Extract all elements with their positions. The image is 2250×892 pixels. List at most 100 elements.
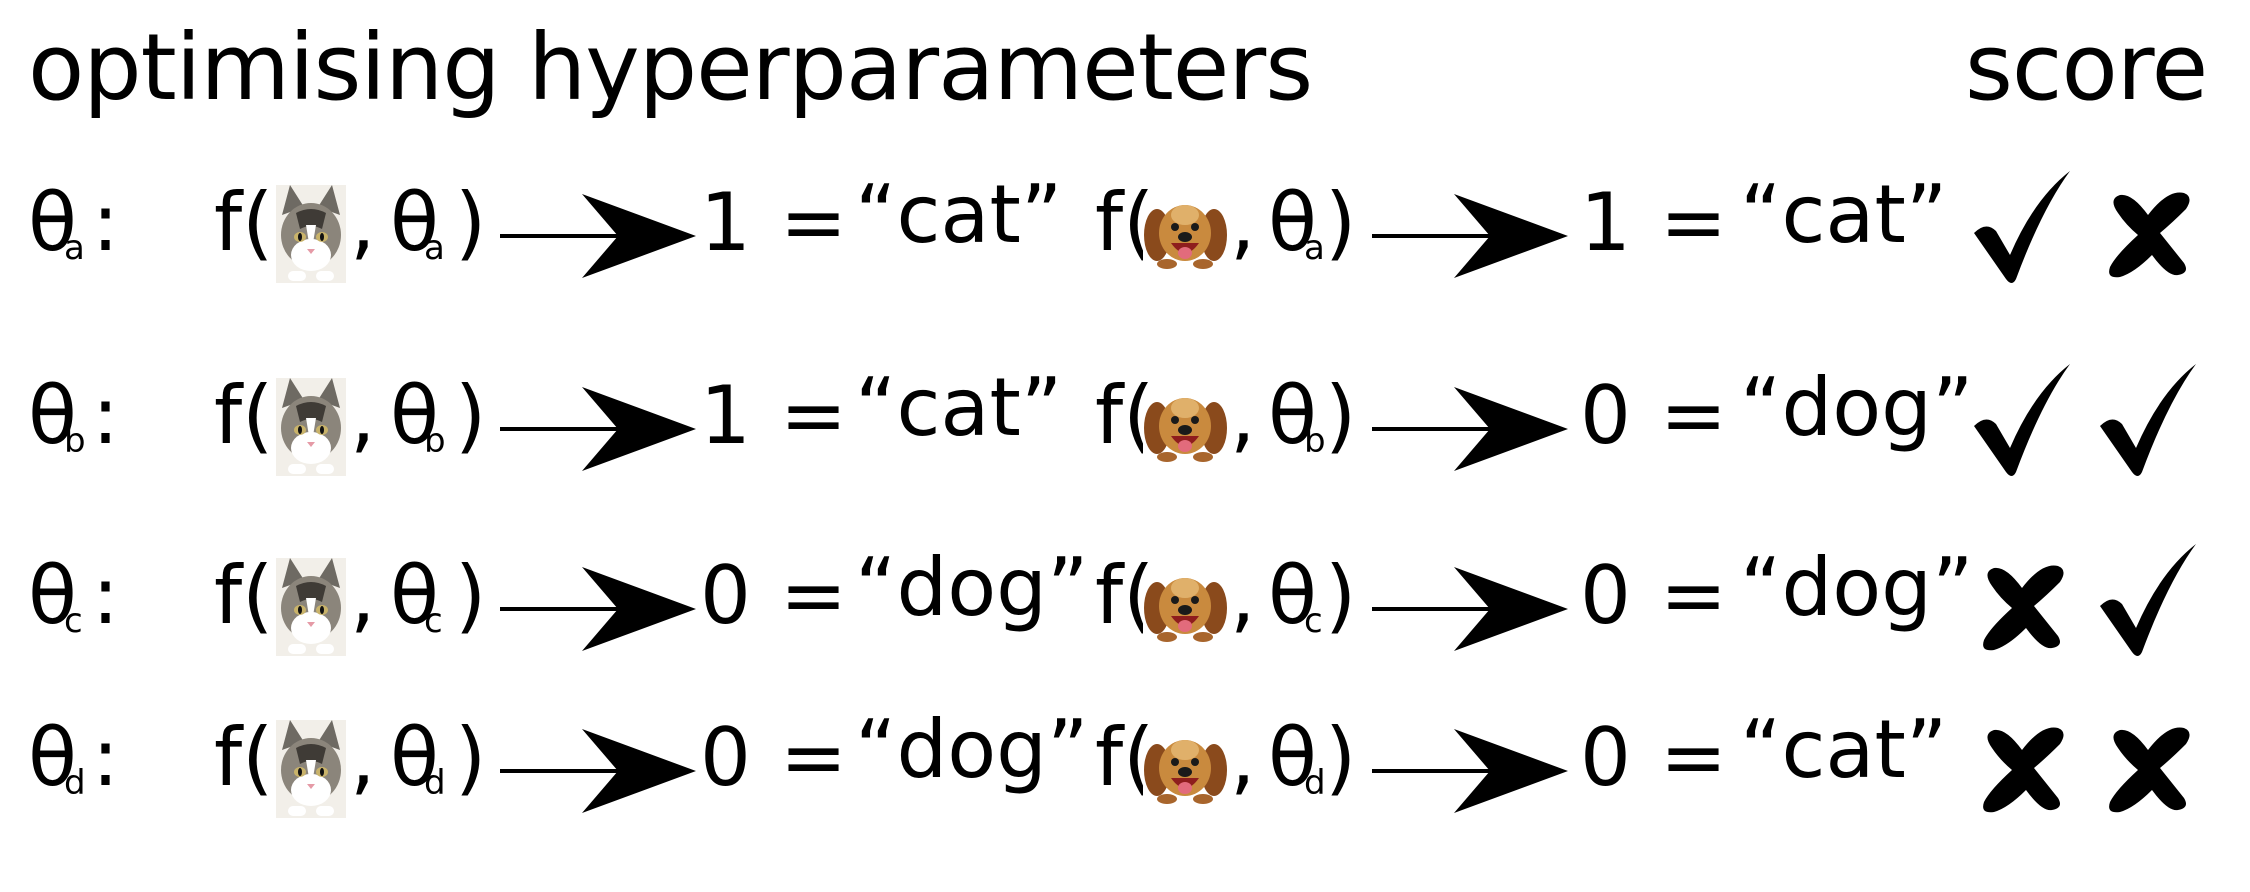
theta-param: θ xyxy=(1268,711,1317,804)
equals-sign: = xyxy=(1660,176,1728,269)
dog-output-label: “cat” xyxy=(1740,168,1948,261)
hyperparameter-row-c: θ c : f( , θ c ) 0 = “dog xyxy=(0,528,2250,678)
function-open: f( xyxy=(214,711,274,804)
theta-param: θ xyxy=(390,176,439,269)
function-close: ) xyxy=(1325,711,1357,804)
theta-label: θ xyxy=(28,711,77,804)
dog-image-icon xyxy=(1143,574,1228,642)
colon: : xyxy=(92,176,119,269)
cat-image-icon xyxy=(276,558,346,656)
theta-param-subscript: c xyxy=(424,601,443,641)
hyperparameter-row-a: θ a : f( , θ a ) 1 = “cat xyxy=(0,155,2250,305)
hyperparameter-row-b: θ b : f( , θ b ) 1 = “cat xyxy=(0,348,2250,498)
right-arrow-icon xyxy=(1372,729,1568,813)
dog-image-icon xyxy=(1143,201,1228,269)
function-close: ) xyxy=(1325,549,1357,642)
function-open: f( xyxy=(214,549,274,642)
page-title: optimising hyperparameters xyxy=(28,14,1313,121)
dog-output-label: “dog” xyxy=(1740,361,1974,454)
dog-output-value: 0 xyxy=(1580,711,1631,804)
dog-image-icon xyxy=(1143,394,1228,462)
dog-output-value: 1 xyxy=(1580,176,1631,269)
cross-mark-icon xyxy=(1983,727,2064,813)
function-close: ) xyxy=(455,549,487,642)
equals-sign: = xyxy=(780,369,848,462)
dog-output-value: 0 xyxy=(1580,369,1631,462)
colon: : xyxy=(92,549,119,642)
check-mark-icon xyxy=(1974,171,2070,283)
theta-param: θ xyxy=(390,549,439,642)
check-mark-icon xyxy=(1974,364,2070,476)
theta-label: θ xyxy=(28,549,77,642)
function-close: ) xyxy=(455,176,487,269)
function-close: ) xyxy=(455,369,487,462)
comma: , xyxy=(350,176,376,269)
dog-image-icon xyxy=(1143,736,1228,804)
function-close: ) xyxy=(455,711,487,804)
theta-param: θ xyxy=(1268,176,1317,269)
function-close: ) xyxy=(1325,176,1357,269)
cross-mark-icon xyxy=(2109,727,2190,813)
function-open: f( xyxy=(214,176,274,269)
right-arrow-icon xyxy=(500,567,696,651)
equals-sign: = xyxy=(1660,711,1728,804)
equals-sign: = xyxy=(1660,369,1728,462)
colon: : xyxy=(92,369,119,462)
dog-output-label: “dog” xyxy=(1740,541,1974,634)
comma: , xyxy=(350,369,376,462)
theta-param: θ xyxy=(390,711,439,804)
theta-param-subscript: a xyxy=(424,228,445,268)
comma: , xyxy=(1230,711,1256,804)
score-header: score xyxy=(1965,14,2208,121)
comma: , xyxy=(350,711,376,804)
theta-param-subscript: c xyxy=(1304,601,1323,641)
cat-output-value: 0 xyxy=(700,711,751,804)
theta-param: θ xyxy=(1268,549,1317,642)
dog-output-label: “cat” xyxy=(1740,703,1948,796)
dog-output-value: 0 xyxy=(1580,549,1631,642)
theta-label-subscript: c xyxy=(64,601,83,641)
theta-label-subscript: d xyxy=(64,763,86,803)
theta-param: θ xyxy=(390,369,439,462)
equals-sign: = xyxy=(780,711,848,804)
theta-label-subscript: a xyxy=(64,228,85,268)
cat-output-label: “dog” xyxy=(855,703,1089,796)
theta-param-subscript: b xyxy=(1304,421,1326,461)
function-open: f( xyxy=(214,369,274,462)
check-mark-icon xyxy=(2100,364,2196,476)
comma: , xyxy=(1230,176,1256,269)
comma: , xyxy=(350,549,376,642)
function-close: ) xyxy=(1325,369,1357,462)
theta-param-subscript: a xyxy=(1304,228,1325,268)
theta-param-subscript: d xyxy=(1304,763,1326,803)
theta-param-subscript: b xyxy=(424,421,446,461)
cross-mark-icon xyxy=(2109,192,2190,278)
theta-param-subscript: d xyxy=(424,763,446,803)
check-mark-icon xyxy=(2100,544,2196,656)
cat-output-label: “cat” xyxy=(855,168,1063,261)
equals-sign: = xyxy=(780,176,848,269)
cross-mark-icon xyxy=(1983,565,2064,651)
hyperparameter-row-d: θ d : f( , θ d ) 0 = “dog xyxy=(0,690,2250,840)
cat-output-label: “dog” xyxy=(855,541,1089,634)
colon: : xyxy=(92,711,119,804)
theta-label: θ xyxy=(28,369,77,462)
cat-image-icon xyxy=(276,378,346,476)
cat-output-value: 1 xyxy=(700,176,751,269)
comma: , xyxy=(1230,549,1256,642)
right-arrow-icon xyxy=(1372,567,1568,651)
cat-output-value: 1 xyxy=(700,369,751,462)
right-arrow-icon xyxy=(500,194,696,278)
theta-label: θ xyxy=(28,176,77,269)
right-arrow-icon xyxy=(500,729,696,813)
right-arrow-icon xyxy=(1372,387,1568,471)
right-arrow-icon xyxy=(1372,194,1568,278)
theta-label-subscript: b xyxy=(64,421,86,461)
cat-image-icon xyxy=(276,720,346,818)
equals-sign: = xyxy=(780,549,848,642)
cat-output-label: “cat” xyxy=(855,361,1063,454)
cat-image-icon xyxy=(276,185,346,283)
comma: , xyxy=(1230,369,1256,462)
cat-output-value: 0 xyxy=(700,549,751,642)
equals-sign: = xyxy=(1660,549,1728,642)
